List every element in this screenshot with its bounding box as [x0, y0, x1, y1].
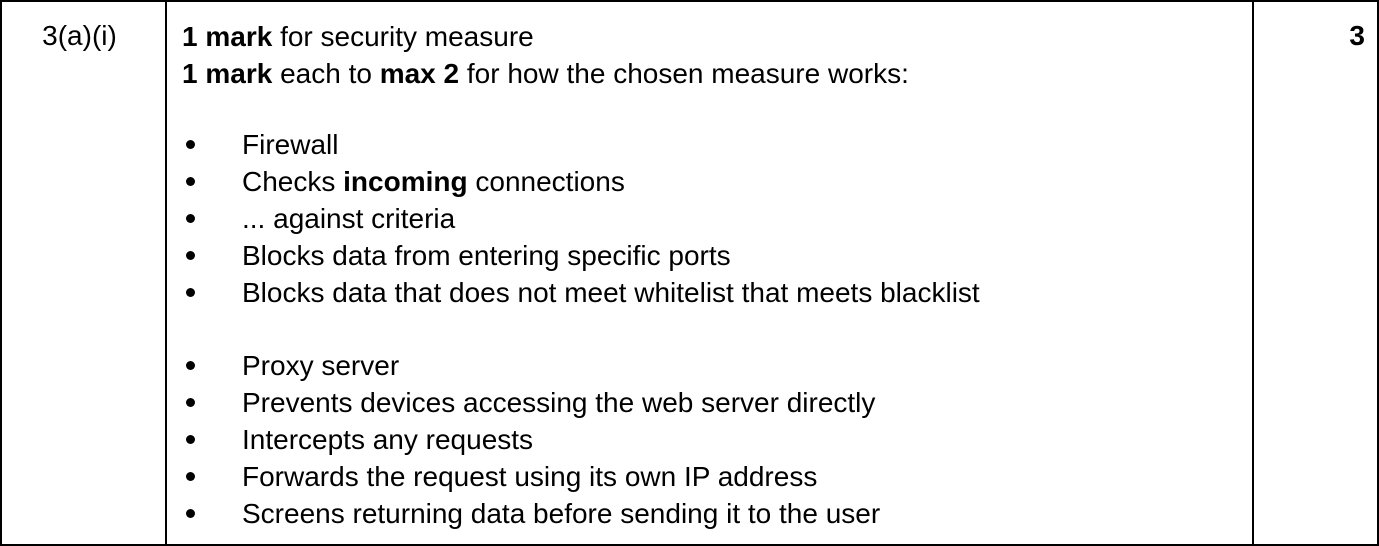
bullet-icon — [186, 509, 195, 518]
intro-line-1: 1 mark for security measure — [182, 18, 1252, 55]
question-number-cell: 3(a)(i) — [2, 2, 167, 544]
intro-line-1-bold: 1 mark — [182, 21, 273, 52]
spacer — [182, 92, 1252, 126]
bullet-icon — [186, 177, 195, 186]
list-item: Firewall — [182, 126, 1252, 163]
intro-line-2-text-1: each to — [272, 58, 380, 89]
bullet-icon — [186, 398, 195, 407]
list-item: Forwards the request using its own IP ad… — [182, 458, 1252, 495]
bullet-icon — [186, 472, 195, 481]
bullet-icon — [186, 251, 195, 260]
proxy-item-2: Prevents devices accessing the web serve… — [242, 387, 876, 418]
intro-line-2-bold-2: max 2 — [379, 58, 460, 89]
proxy-title: Proxy server — [242, 350, 400, 381]
bullet-icon — [186, 435, 195, 444]
proxy-list: Proxy server Prevents devices accessing … — [182, 347, 1252, 532]
intro-line-2-text-2: for how the chosen measure works: — [459, 58, 909, 89]
proxy-item-3: Intercepts any requests — [242, 424, 534, 455]
bullet-icon — [186, 140, 195, 149]
proxy-item-4: Forwards the request using its own IP ad… — [242, 461, 818, 492]
question-number: 3(a)(i) — [42, 20, 117, 51]
firewall-item-4: Blocks data from entering specific ports — [242, 240, 731, 271]
firewall-item-2-pre: Checks — [242, 166, 344, 197]
firewall-list: Firewall Checks incoming connections ...… — [182, 126, 1252, 311]
list-item: Intercepts any requests — [182, 421, 1252, 458]
firewall-item-2-bold: incoming — [343, 166, 468, 197]
list-item: Prevents devices accessing the web serve… — [182, 384, 1252, 421]
marks-cell: 3 — [1254, 2, 1377, 544]
intro-line-2: 1 mark each to max 2 for how the chosen … — [182, 55, 1252, 92]
list-item: Screens returning data before sending it… — [182, 495, 1252, 532]
intro-line-2-bold-1: 1 mark — [182, 58, 273, 89]
bullet-icon — [186, 361, 195, 370]
answer-cell: 1 mark for security measure 1 mark each … — [167, 2, 1254, 544]
firewall-item-2: Checks incoming connections — [242, 163, 625, 200]
list-item: Blocks data that does not meet whitelist… — [182, 274, 1252, 311]
group-gap — [182, 311, 1252, 347]
firewall-item-5: Blocks data that does not meet whitelist… — [242, 277, 980, 308]
firewall-item-2-post: connections — [467, 166, 625, 197]
bullet-icon — [186, 288, 195, 297]
firewall-item-3: ... against criteria — [242, 203, 456, 234]
marks-total: 3 — [1349, 20, 1365, 51]
bullet-icon — [186, 214, 195, 223]
list-item: Checks incoming connections — [182, 163, 1252, 200]
firewall-title: Firewall — [242, 129, 339, 160]
intro-line-1-text: for security measure — [272, 21, 534, 52]
list-item: ... against criteria — [182, 200, 1252, 237]
proxy-item-5: Screens returning data before sending it… — [242, 498, 881, 529]
list-item: Proxy server — [182, 347, 1252, 384]
list-item: Blocks data from entering specific ports — [182, 237, 1252, 274]
